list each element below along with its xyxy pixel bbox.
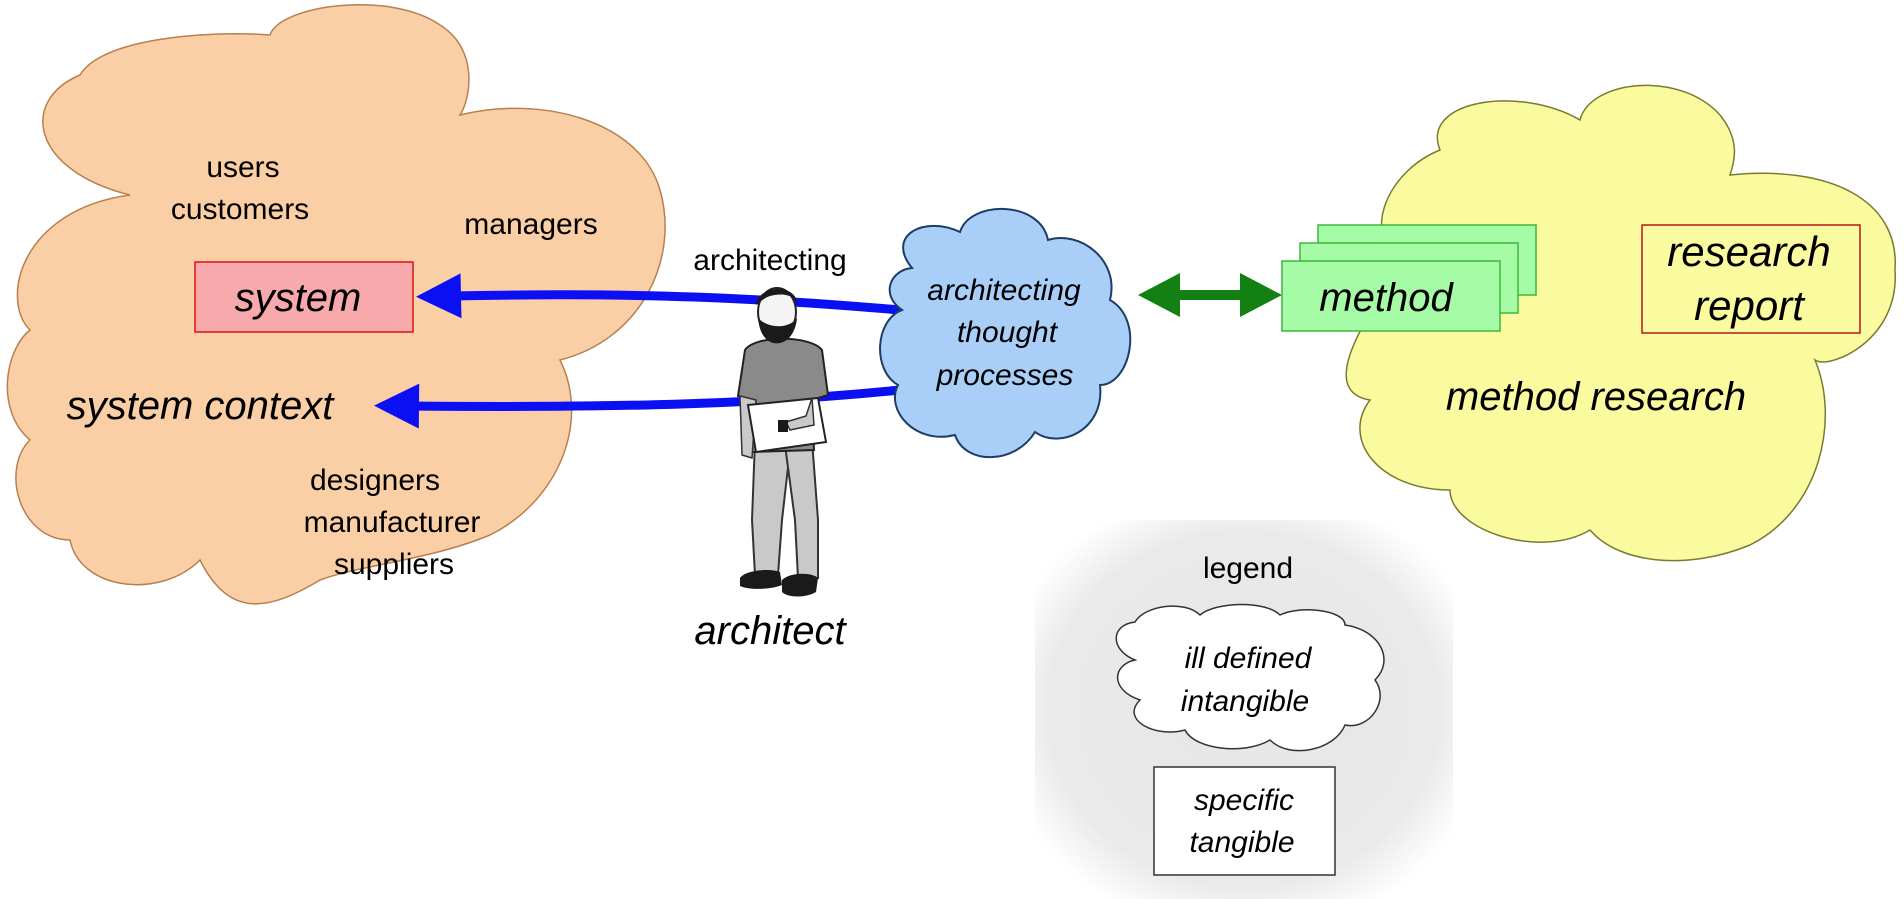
thought-line-1: architecting (927, 274, 1081, 307)
system-box-label: system (235, 276, 362, 320)
stakeholder-suppliers: suppliers (334, 548, 454, 581)
research-report-shape (1641, 224, 1861, 334)
thought-processes-cloud-shape (879, 207, 1132, 459)
legend-box-line-2: tangible (1189, 826, 1294, 859)
legend-cloud-line-1: ill defined (1185, 642, 1313, 675)
architect-label: architect (694, 609, 847, 653)
stakeholder-manufacturer: manufacturer (304, 506, 481, 539)
stakeholder-users: users (206, 151, 279, 184)
arrow-to-system-context (374, 383, 901, 429)
bidirectional-arrow (1138, 273, 1282, 317)
system-box[interactable]: system (194, 261, 414, 333)
legend-box-shape (1153, 766, 1336, 876)
legend-cloud-shape (1115, 603, 1385, 752)
method-card-front (1281, 260, 1501, 332)
legend-box-line-1: specific (1194, 784, 1294, 817)
architect-figure (736, 287, 830, 597)
stakeholder-customers: customers (171, 193, 309, 226)
architecting-label: architecting (693, 244, 846, 277)
research-report-line-1: research (1667, 228, 1830, 275)
method-research-cloud-shape (1345, 84, 1896, 562)
legend-cloud-line-2: intangible (1181, 685, 1309, 718)
method-card-front-label: method (1319, 276, 1454, 320)
research-report-box[interactable]: research report (1641, 224, 1861, 334)
arrow-to-system (416, 273, 901, 319)
legend-panel: legend ill defined intangible specific t… (1035, 520, 1453, 899)
thought-line-3: processes (936, 359, 1074, 392)
system-context-title: system context (67, 384, 336, 428)
thought-line-2: thought (957, 316, 1059, 349)
method-card-stack[interactable]: method method (1281, 224, 1537, 332)
thought-processes-cloud (879, 207, 1132, 459)
system-box-shape (194, 261, 414, 333)
method-research-title: method research (1446, 375, 1746, 419)
stakeholder-designers: designers (310, 464, 440, 497)
stakeholder-managers: managers (464, 208, 597, 241)
legend-title: legend (1203, 552, 1293, 585)
method-research-cloud (1345, 84, 1896, 562)
research-report-line-2: report (1694, 282, 1806, 329)
